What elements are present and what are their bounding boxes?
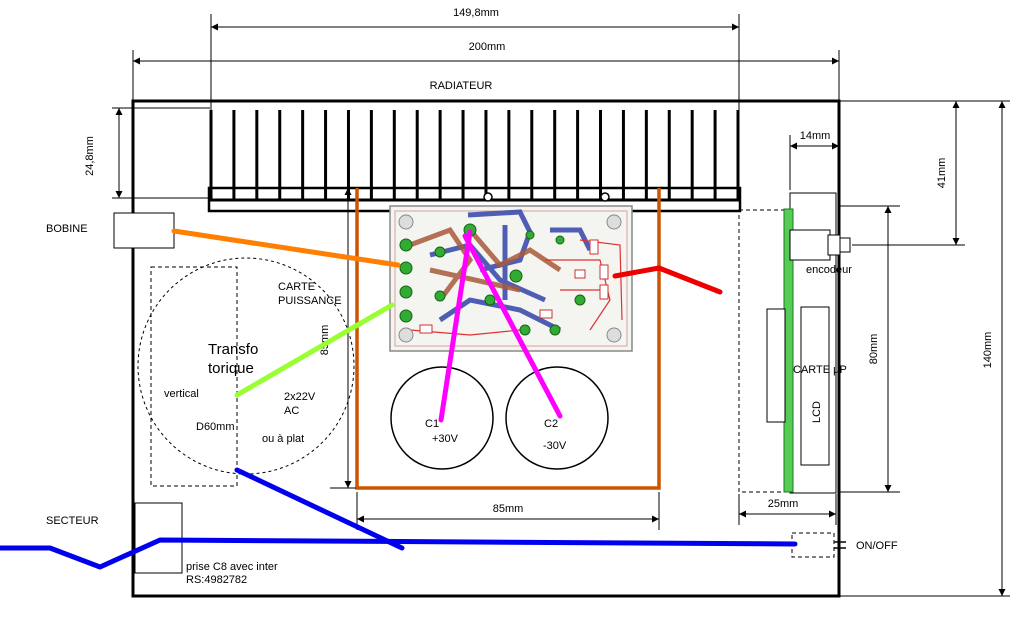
transformer-label-line2: torique	[208, 360, 254, 377]
socket-label-line1: prise C8 avec inter	[186, 561, 278, 573]
dimension-heatsink-width: 149,8mm	[210, 7, 740, 112]
flat-label: ou à plat	[262, 433, 304, 445]
voltage-ac-line1: 2x22V	[284, 391, 316, 403]
dim-label-box-width: 200mm	[469, 41, 506, 53]
wire-red	[612, 265, 723, 295]
dimension-box-height: 140mm	[840, 100, 1010, 597]
wire-magenta-1	[438, 229, 473, 423]
dimension-up-depth: 25mm	[738, 494, 837, 525]
coil-label: BOBINE	[46, 223, 88, 235]
power-board-label-line1: CARTE	[278, 281, 315, 293]
wire-green	[234, 302, 395, 398]
dimension-up-width: 14mm	[789, 130, 840, 190]
dim-label-heatsink-width: 149,8mm	[453, 7, 499, 19]
power-board-label-line2: PUISSANCE	[278, 295, 342, 307]
dimension-heatsink-height: 24,8mm	[84, 107, 210, 199]
enclosure-outline	[131, 99, 841, 598]
capacitor-c1	[390, 366, 494, 470]
dim-label-up-depth: 25mm	[768, 498, 799, 510]
c2-voltage: -30V	[543, 440, 567, 452]
pcb-layout	[389, 205, 633, 352]
dim-label-heatsink-height: 24,8mm	[84, 136, 96, 176]
dim-label-up-width: 14mm	[800, 130, 831, 142]
wire-blue-1	[0, 537, 798, 570]
coil-box	[113, 212, 175, 249]
transformer-vertical-outline	[150, 266, 238, 487]
c1-voltage: +30V	[432, 433, 459, 445]
up-section	[738, 192, 851, 494]
voltage-ac-line2: AC	[284, 405, 299, 417]
vertical-label: vertical	[164, 388, 199, 400]
dimension-box-width: 200mm	[132, 41, 840, 100]
wire-orange	[171, 228, 401, 268]
onoff-label: ON/OFF	[856, 540, 898, 552]
dim-label-encoder-height: 41mm	[936, 158, 948, 189]
mains-label: SECTEUR	[46, 515, 99, 527]
dimension-board-width: 85mm	[356, 492, 660, 530]
dim-label-up-height: 80mm	[868, 334, 880, 365]
wires	[0, 228, 798, 570]
wire-blue-2	[234, 467, 405, 551]
power-board-frame	[355, 188, 661, 490]
onoff-switch	[791, 532, 835, 558]
socket-label-line2: RS:4982782	[186, 574, 247, 586]
transformer-label-line1: Transfo	[208, 341, 258, 358]
dim-label-board-width: 85mm	[493, 503, 524, 515]
dimension-up-height: 80mm	[840, 205, 900, 493]
diameter-label: D60mm	[196, 421, 235, 433]
wire-magenta-2	[462, 233, 563, 419]
dimension-encoder-height: 41mm	[840, 100, 965, 246]
dim-label-box-height: 140mm	[982, 332, 994, 369]
capacitor-c2	[505, 366, 609, 470]
radiator-label: RADIATEUR	[430, 80, 493, 92]
c2-label: C2	[544, 418, 558, 430]
encoder-label: encodeur	[806, 264, 852, 276]
c1-label: C1	[425, 418, 439, 430]
up-board-label: CARTE µP	[793, 364, 847, 376]
lcd-label: LCD	[811, 401, 823, 423]
